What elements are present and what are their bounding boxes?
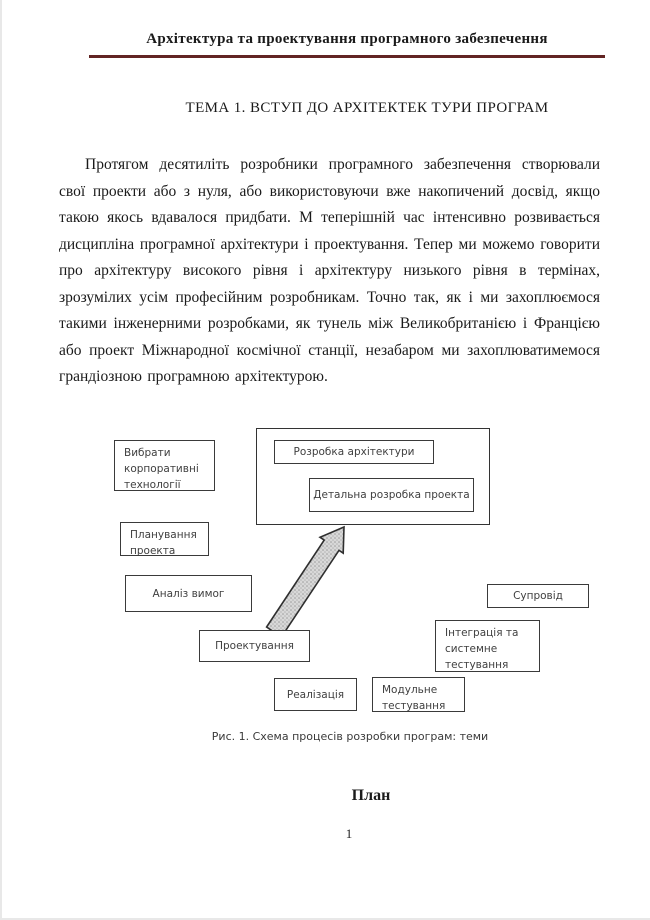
plan-heading: План — [351, 787, 391, 804]
topic-title: ТЕМА 1. ВСТУП ДО АРХІТЕКТЕК ТУРИ ПРОГРАМ — [185, 100, 549, 116]
architecture-group-box — [256, 428, 490, 525]
box-unit-testing: Модульне тестування — [372, 677, 465, 712]
box-select-technologies: Вибрати корпоративні технології — [114, 440, 215, 491]
box-implementation: Реалізація — [274, 678, 357, 711]
diagram-arrow-canvas — [265, 525, 345, 639]
box-integration-testing: Інтеграція та системне тестування — [435, 620, 540, 672]
page-number: 1 — [345, 826, 353, 841]
process-arrow — [265, 525, 345, 639]
box-requirements-analysis: Аналіз вимог — [125, 575, 252, 612]
process-diagram: Вибрати корпоративні технології Розробка… — [2, 425, 650, 755]
box-architecture-development: Розробка архітектури — [274, 440, 434, 464]
figure-caption: Рис. 1. Схема процесів розробки програм:… — [211, 730, 489, 743]
page-header: Архітектура та проектування програмного … — [89, 31, 605, 58]
box-maintenance: Супровід — [487, 584, 589, 608]
intro-paragraph: Протягом десятиліть розробники програмно… — [59, 156, 600, 385]
box-project-planning: Планування проекта — [120, 522, 209, 557]
box-design: Проектування — [199, 630, 310, 662]
box-detailed-design: Детальна розробка проекта — [309, 478, 474, 512]
